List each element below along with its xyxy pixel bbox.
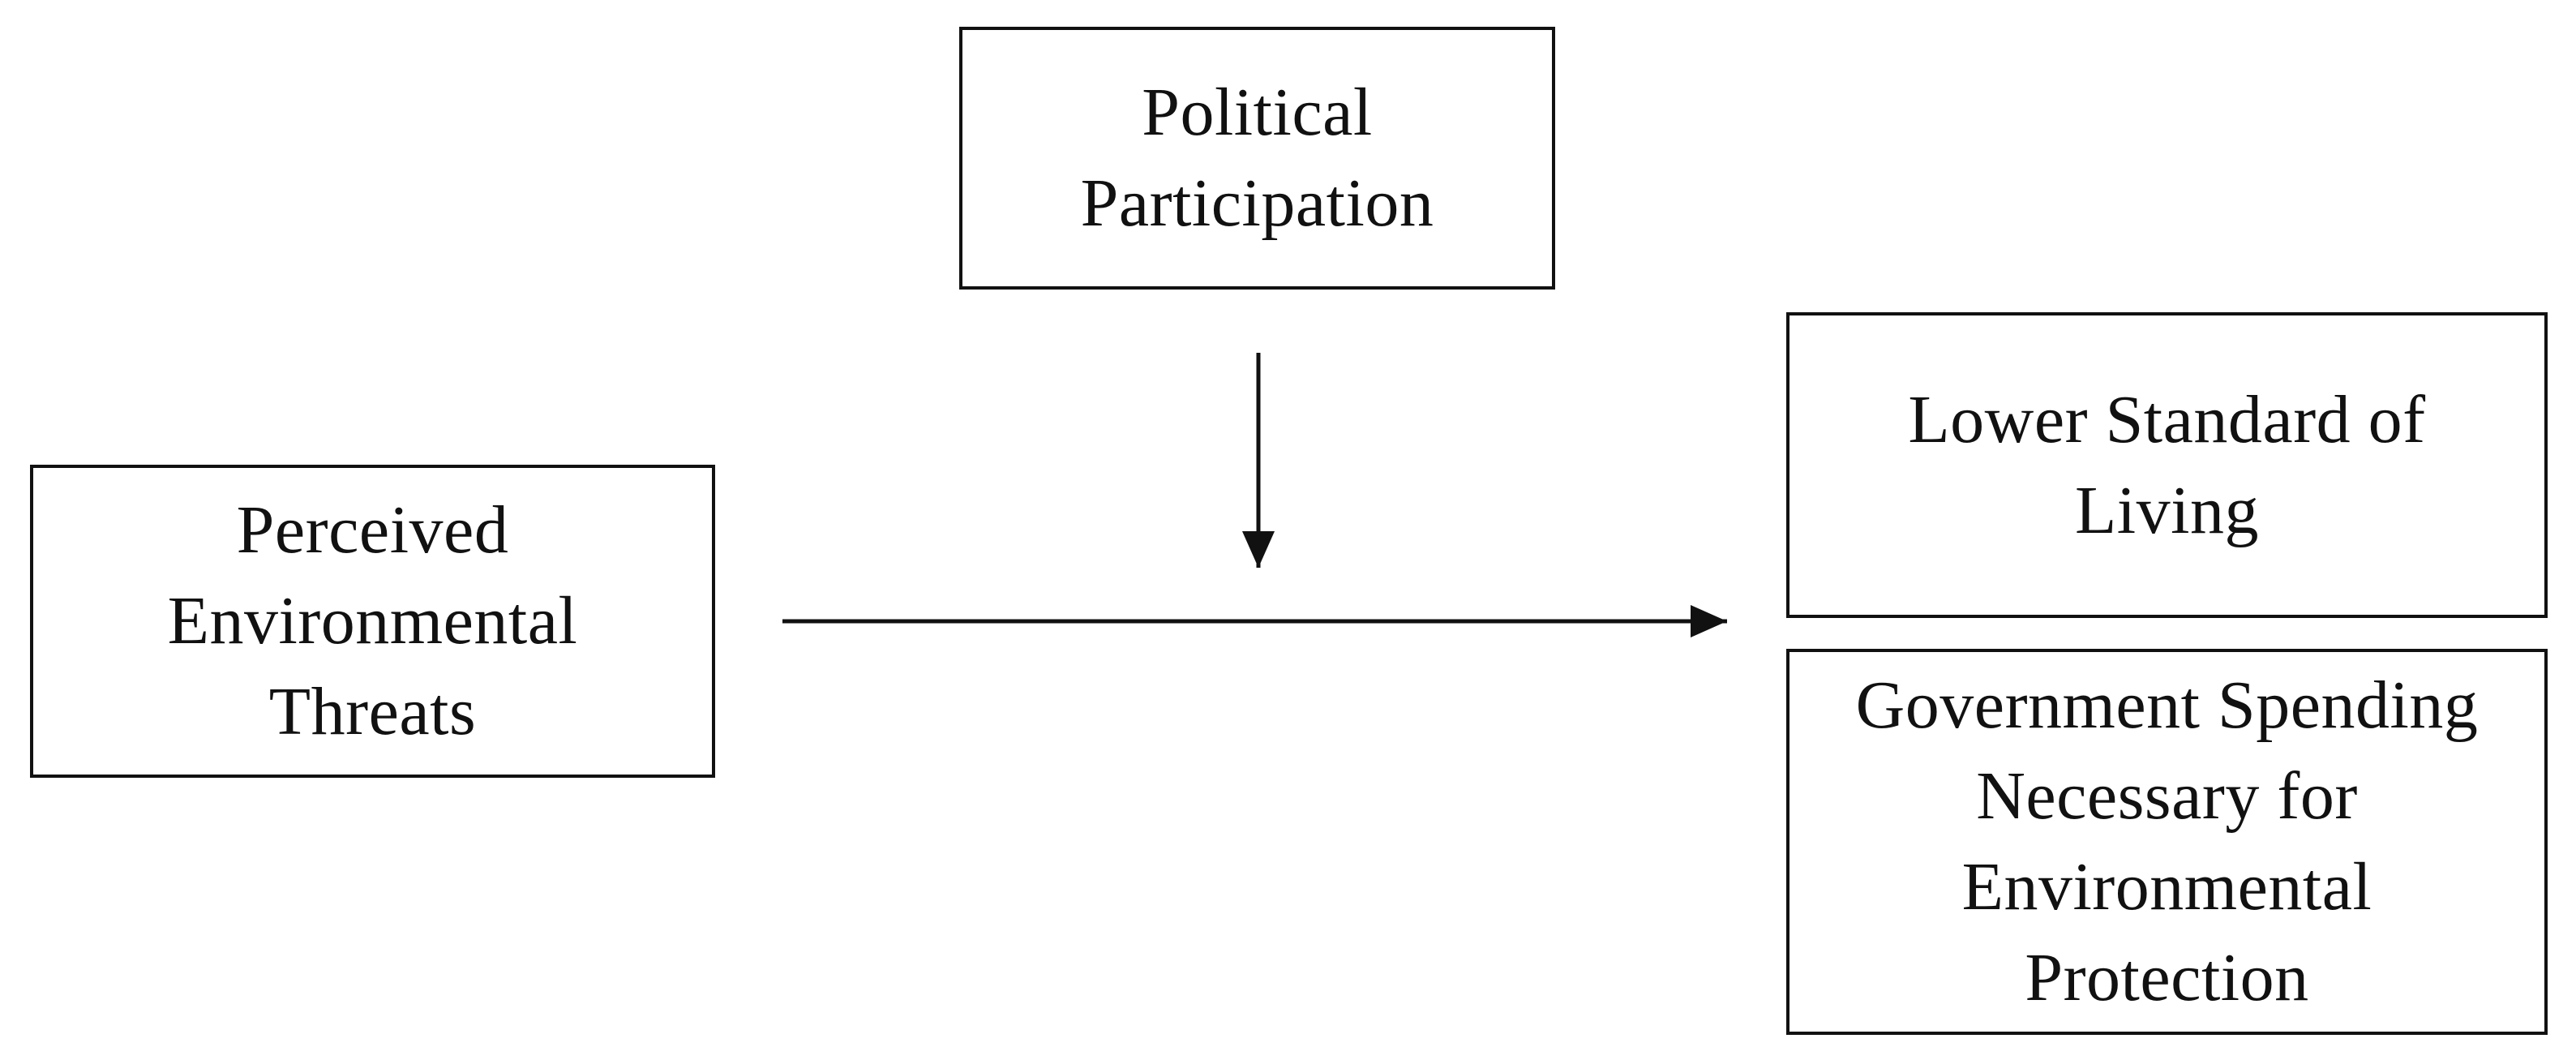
outcome-label-living: Lower Standard of Living <box>1908 381 2426 548</box>
predictor-box-perceived-environmental-threats: Perceived Environmental Threats <box>30 465 715 778</box>
moderator-box-political-participation: Political Participation <box>959 27 1555 290</box>
outcome-box-government-spending: Government Spending Necessary for Enviro… <box>1786 649 2548 1035</box>
predictor-label: Perceived Environmental Threats <box>167 492 578 749</box>
outcome-label-spending: Government Spending Necessary for Enviro… <box>1855 667 2479 1015</box>
moderator-label: Political Participation <box>1080 75 1434 241</box>
outcome-box-lower-standard-of-living: Lower Standard of Living <box>1786 312 2548 618</box>
